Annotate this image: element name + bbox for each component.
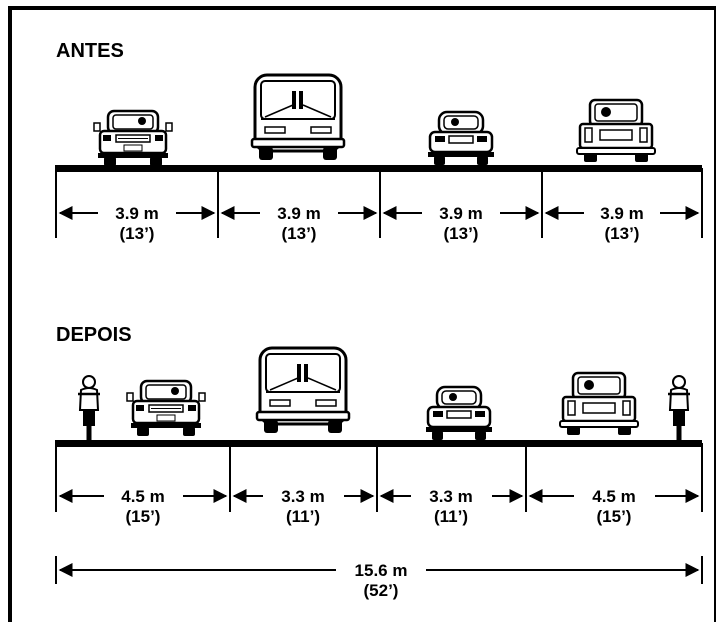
- lane-width-imperial: (13’): [282, 224, 317, 243]
- lane-width-metric: 3.9 m: [277, 204, 320, 223]
- road-surface-after: [56, 440, 702, 447]
- lane-width-metric: 3.9 m: [600, 204, 643, 223]
- pickup-truck-icon: [575, 98, 657, 164]
- lane-width-imperial: (13’): [444, 224, 479, 243]
- lane-width-metric: 4.5 m: [592, 487, 635, 506]
- lane-width-metric: 3.9 m: [115, 204, 158, 223]
- lane-width-metric: 3.9 m: [439, 204, 482, 223]
- after-title: DEPOIS: [56, 324, 132, 346]
- lane-width-metric: 3.3 m: [429, 487, 472, 506]
- lane-width-metric: 4.5 m: [121, 487, 164, 506]
- small-car-icon: [426, 110, 496, 167]
- small-car-icon: [424, 385, 494, 442]
- diagram-frame: [8, 6, 716, 622]
- lane-width-metric: 3.3 m: [281, 487, 324, 506]
- before-title: ANTES: [56, 40, 124, 62]
- sedan-icon: [125, 379, 207, 438]
- lane-width-imperial: (15’): [597, 507, 632, 526]
- cyclist-icon: [76, 374, 102, 444]
- lane-width-imperial: (13’): [605, 224, 640, 243]
- cyclist-icon: [666, 374, 692, 444]
- sedan-icon: [92, 109, 174, 168]
- lane-width-imperial: (15’): [126, 507, 161, 526]
- total-width-imperial: (52’): [364, 581, 399, 600]
- total-width-metric: 15.6 m: [355, 561, 408, 580]
- lane-width-imperial: (11’): [286, 507, 320, 526]
- bus-icon: [250, 73, 346, 162]
- lane-width-imperial: (13’): [120, 224, 155, 243]
- pickup-truck-icon: [558, 371, 640, 437]
- bus-icon: [255, 346, 351, 435]
- lane-width-imperial: (11’): [434, 507, 468, 526]
